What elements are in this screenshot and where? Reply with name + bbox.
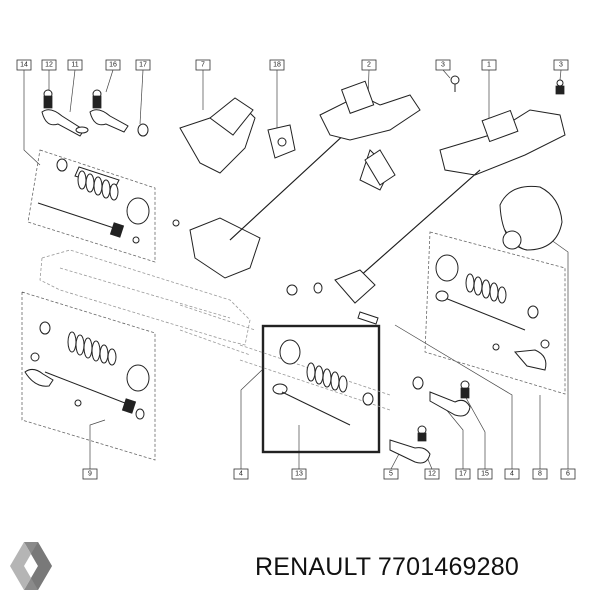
- column-bracket: [267, 124, 296, 159]
- dust-boot: [499, 185, 563, 251]
- steering-column-right: [286, 79, 566, 325]
- callout-label: 16: [109, 62, 117, 69]
- callout-label: 7: [201, 62, 205, 69]
- left-tie-rod-ends: [41, 89, 149, 137]
- callout-label: 5: [389, 471, 393, 478]
- part-number-caption: RENAULT 7701469280: [255, 553, 519, 581]
- callout-label: 17: [139, 62, 147, 69]
- callout-label: 3: [559, 62, 563, 69]
- left-upper-kit: [37, 158, 150, 244]
- kit-frames: [21, 149, 566, 461]
- callout-label: 12: [45, 62, 53, 69]
- right-tie-rod-kit: [389, 254, 550, 464]
- callout-label: 3: [441, 62, 445, 69]
- steering-column-left: [172, 80, 421, 279]
- callout-label: 15: [481, 471, 489, 478]
- callout-label: 6: [566, 471, 570, 478]
- callout-label: 11: [71, 62, 78, 69]
- callout-label: 8: [538, 471, 542, 478]
- callout-group: 14 12 11 16 17 7 18 2 3 1 3 4 13 5 12 17…: [16, 59, 576, 480]
- callout-label: 4: [239, 471, 243, 478]
- column-bolt: [450, 75, 460, 92]
- callout-label: 14: [20, 62, 28, 69]
- callout-label: 13: [295, 471, 303, 478]
- left-lower-kit: [24, 321, 150, 420]
- renault-diamond-icon: [10, 542, 52, 590]
- callout-label: 1: [487, 62, 491, 69]
- callout-label: 2: [367, 62, 371, 69]
- callout-label: 9: [88, 471, 92, 478]
- callout-label: 18: [273, 62, 281, 69]
- callout-label: 12: [428, 471, 436, 478]
- highlighted-boot-kit: [272, 339, 374, 426]
- callout-label: 4: [510, 471, 514, 478]
- callout-label: 17: [459, 471, 467, 478]
- highlight-box: [261, 324, 381, 454]
